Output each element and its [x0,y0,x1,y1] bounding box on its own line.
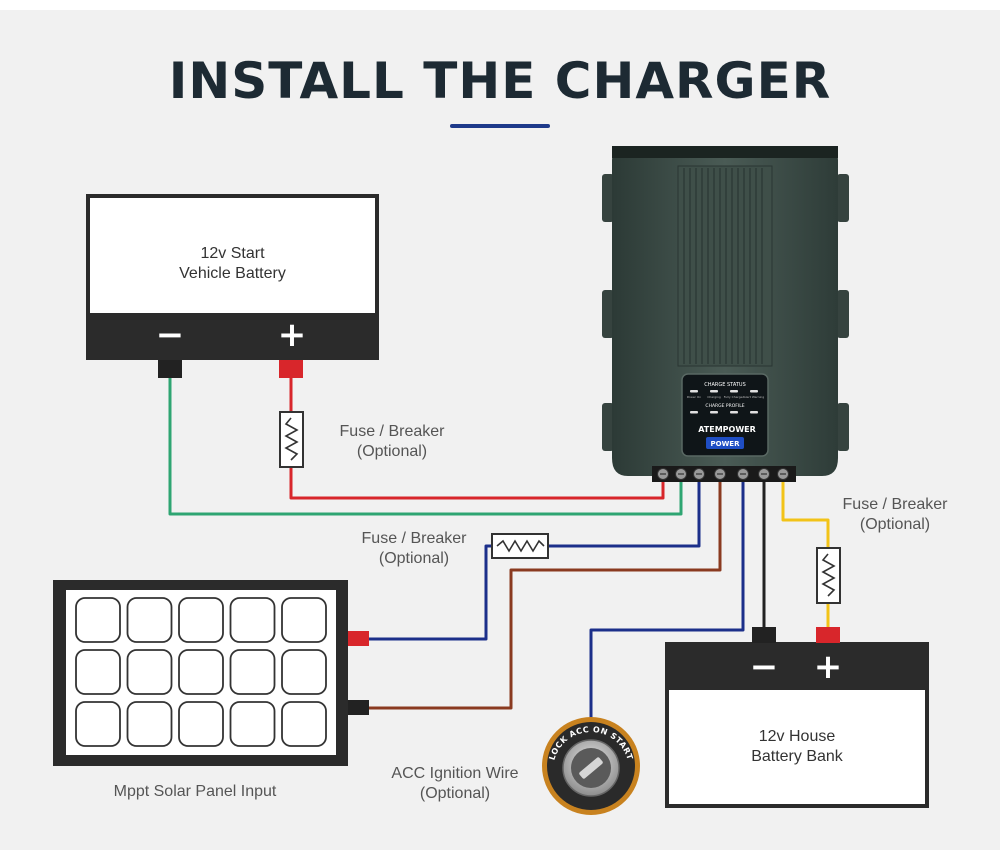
house-battery-positive-terminal [816,627,840,643]
solar-cell [281,649,327,695]
fuse-middle-label: Fuse / Breaker (Optional) [344,529,484,569]
wire-brown-solar-negative [369,478,722,710]
solar-negative-connector [348,700,369,715]
status-led-label: Fully Charged [724,395,745,399]
solar-cell [178,701,224,747]
vehicle-battery-pos-symbol: + [278,315,307,355]
fuse-middle-label-line2: (Optional) [378,550,450,567]
fuse-right-label: Fuse / Breaker (Optional) [825,495,965,535]
solar-cell [178,597,224,643]
status-led-label: Charging [707,395,721,399]
status-led [750,390,758,393]
solar-cell [75,701,121,747]
fuse-top-label: Fuse / Breaker (Optional) [322,422,462,462]
vehicle-battery-label-line1: 12v Start [200,245,265,262]
ignition-switch-icon: LOCK ACC ON START [542,717,640,815]
charger-heatsink-ribs [683,168,763,364]
solar-cell [126,649,173,695]
charger-terminal-block [657,468,789,480]
status-led [710,390,718,393]
house-battery-label: 12v House Battery Bank [669,727,925,767]
charger-power-button[interactable] [706,437,744,449]
wire-red-vehicle-positive [289,378,665,500]
solar-cell [281,701,327,747]
fuse-top-label-line1: Fuse / Breaker [339,423,445,440]
solar-cell [126,597,173,643]
solar-cell [178,649,224,695]
vehicle-battery-label-line2: Vehicle Battery [179,265,286,282]
vehicle-battery-negative-terminal [158,360,182,378]
house-battery-negative-terminal [752,627,776,643]
ignition-label: ACC Ignition Wire (Optional) [370,764,540,804]
vehicle-battery-label: 12v Start Vehicle Battery [90,244,375,284]
charger-brand-label: ATEMPOWER [698,425,756,434]
fuse-top-label-line2: (Optional) [356,443,428,460]
charger-power-button-label: POWER [711,440,741,448]
charger-charge-status-label: CHARGE STATUS [704,382,746,388]
wire-yellow-house-positive [781,478,830,627]
vehicle-battery-neg-symbol: − [156,315,185,355]
profile-led [690,411,698,414]
status-led [730,390,738,393]
solar-cell [126,701,173,747]
status-led-label: Power On [687,395,701,399]
fuse-top-icon [279,411,304,468]
solar-cells [75,597,327,747]
status-led-label: Alert Warning [744,395,765,399]
wire-blue-ignition [589,478,745,728]
solar-panel [53,580,369,766]
fuse-middle-icon [491,533,549,559]
profile-led [730,411,738,414]
solar-cell [229,597,276,643]
profile-led [750,411,758,414]
wire-green-vehicle-negative [168,378,683,516]
charger-charge-profile-label: CHARGE PROFILE [705,403,744,409]
solar-cell [229,701,276,747]
vehicle-battery: − + [86,194,379,378]
vehicle-battery-positive-terminal [279,360,303,378]
house-battery: − + [665,627,929,808]
status-led [690,390,698,393]
solar-cell [281,597,327,643]
house-battery-pos-symbol: + [814,647,843,687]
fuse-right-icon [816,547,841,604]
wire-blue-solar-positive [369,478,701,641]
profile-led [710,411,718,414]
fuse-middle-label-line1: Fuse / Breaker [361,530,467,547]
house-battery-label-line2: Battery Bank [751,748,843,765]
page-title: INSTALL THE CHARGER [168,52,832,110]
ignition-label-line1: ACC Ignition Wire [391,765,519,782]
fuse-right-label-line1: Fuse / Breaker [842,496,948,513]
solar-cell [229,649,276,695]
solar-cell [75,649,121,695]
solar-panel-label-text: Mppt Solar Panel Input [113,783,277,800]
ignition-label-line2: (Optional) [419,785,491,802]
solar-positive-connector [348,631,369,646]
fuse-right-label-line2: (Optional) [859,516,931,533]
house-battery-label-line1: 12v House [758,728,836,745]
solar-panel-label: Mppt Solar Panel Input [60,782,330,802]
title-underline [450,124,550,128]
solar-cell [75,597,121,643]
house-battery-neg-symbol: − [750,647,779,687]
